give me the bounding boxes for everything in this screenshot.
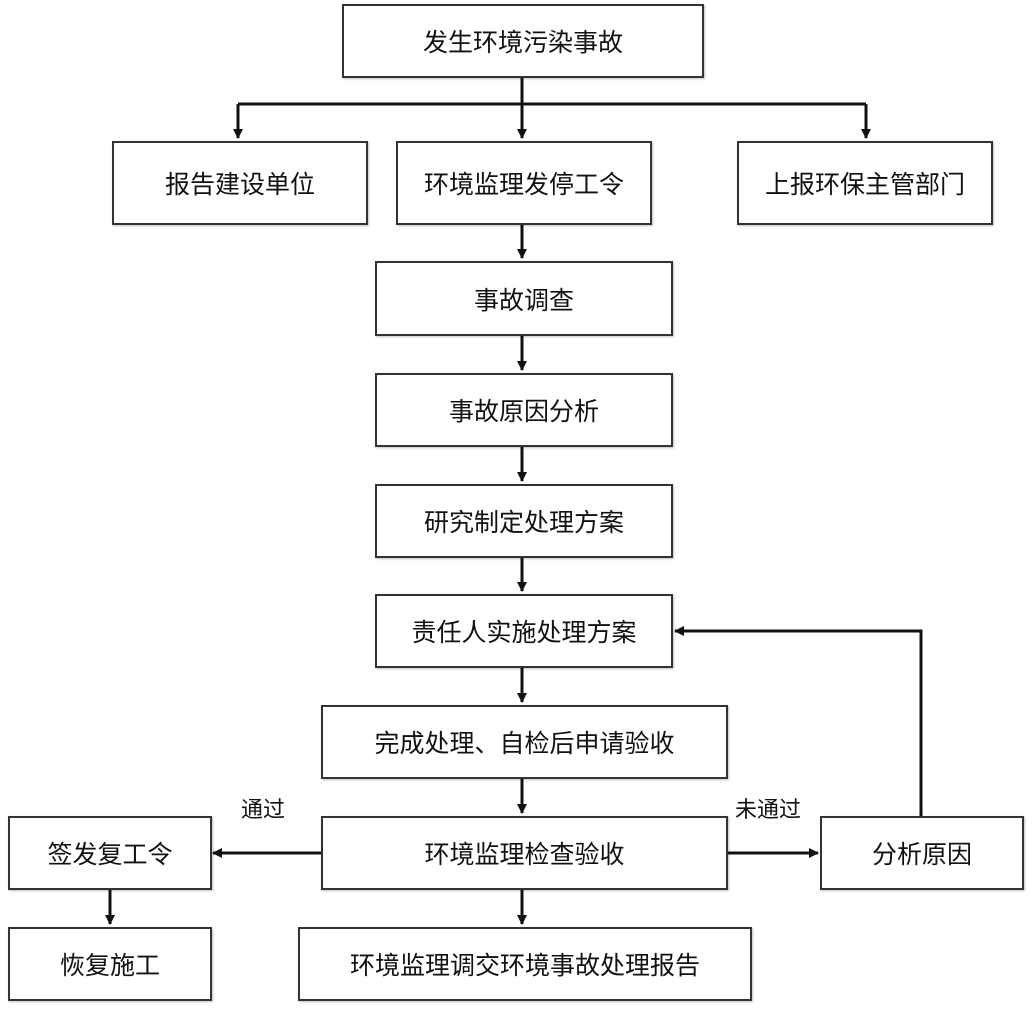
node-report-env: 上报环保主管部门 (737, 141, 993, 225)
edge-label-pass: 通过 (241, 798, 286, 823)
node-resume-work-label: 恢复施工 (59, 951, 160, 980)
node-report-builder-label: 报告建设单位 (164, 170, 315, 199)
edge-label-fail: 未通过 (735, 798, 802, 823)
node-analyze-reason-label: 分析原因 (871, 840, 972, 869)
node-report-env-label: 上报环保主管部门 (764, 170, 965, 199)
edge-analyze-implement (674, 626, 923, 816)
node-cause-analysis: 事故原因分析 (375, 373, 673, 447)
node-apply-accept-label: 完成处理、自检后申请验收 (374, 729, 675, 758)
node-implement: 责任人实施处理方案 (375, 594, 673, 668)
node-resume-order-label: 签发复工令 (47, 840, 173, 869)
node-investigate: 事故调查 (375, 261, 673, 336)
node-start: 发生环境污染事故 (342, 4, 704, 78)
node-plan-label: 研究制定处理方案 (423, 508, 624, 537)
node-apply-accept: 完成处理、自检后申请验收 (321, 705, 728, 779)
node-inspect: 环境监理检查验收 (321, 816, 728, 890)
node-implement-label: 责任人实施处理方案 (411, 618, 637, 647)
node-stop-order: 环境监理发停工令 (396, 141, 652, 225)
node-final-report-label: 环境监理调交环境事故处理报告 (349, 951, 700, 980)
node-report-builder: 报告建设单位 (112, 141, 368, 225)
node-inspect-label: 环境监理检查验收 (424, 840, 625, 869)
node-resume-order: 签发复工令 (8, 816, 212, 890)
node-cause-analysis-label: 事故原因分析 (448, 397, 599, 426)
node-stop-order-label: 环境监理发停工令 (423, 170, 624, 199)
node-plan: 研究制定处理方案 (375, 484, 673, 558)
node-analyze-reason: 分析原因 (820, 816, 1024, 890)
node-resume-work: 恢复施工 (8, 927, 212, 1001)
node-start-label: 发生环境污染事故 (422, 28, 623, 57)
node-final-report: 环境监理调交环境事故处理报告 (298, 927, 752, 1001)
node-investigate-label: 事故调查 (473, 285, 574, 315)
